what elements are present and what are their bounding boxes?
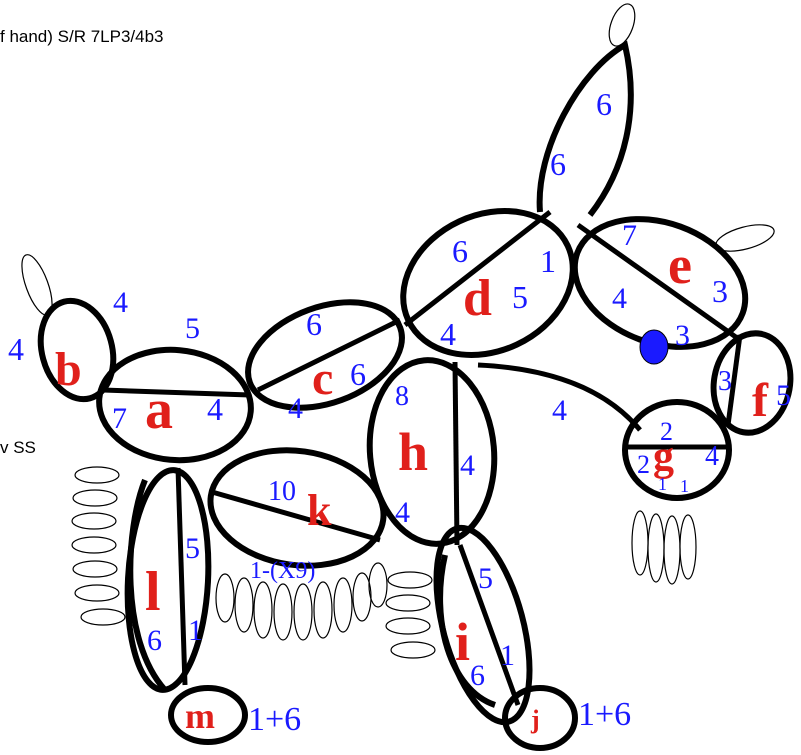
label-h: h [398,422,428,482]
ring-f [710,330,794,436]
stitch-count-e-mid: 4 [612,282,627,315]
stitch-count-g-bottom-right: 1 [680,476,689,496]
stitch-count-g-left: 2 [637,450,650,479]
ring-m [168,685,248,745]
stitch-count-l-left: 6 [147,624,162,657]
stitch-count-a-right: 4 [207,391,223,427]
ring-k [207,447,387,569]
stitch-count-f-right: 5 [776,379,791,412]
stitch-count-k-top: 10 [268,476,296,507]
stitch-counts: 4 4 5 7 4 6 4 6 6 1 5 4 6 6 7 3 4 3 3 5 … [8,86,791,738]
stitch-count-i-left: 6 [470,659,485,692]
stitch-count-e-bottom: 3 [675,319,690,352]
label-d: d [463,270,492,327]
ring-a [96,346,254,464]
stitch-count-g-bottom-left: 1 [658,474,667,494]
stitch-count-b-left: 4 [8,331,24,367]
stitch-count-l-top: 5 [185,532,200,565]
label-f: f [752,374,769,427]
ring-letters: b a c d e f g h k l i m j [55,235,769,736]
stitch-count-g-right: 4 [705,441,719,472]
bead [639,329,669,365]
stitch-count-e-right: 3 [712,273,728,309]
stitch-count-c-top: 6 [306,306,322,342]
stitch-count-j-right: 1+6 [578,696,631,733]
label-l: l [145,561,161,623]
stitch-count-b-top: 4 [113,286,128,319]
ring-c [245,299,405,411]
stitch-count-k-bottom: 1-(X9) [250,558,315,584]
label-g: g [653,434,674,480]
stitch-count-l-right: 1 [188,614,203,647]
picots [21,3,775,659]
label-k: k [307,486,332,535]
stitch-count-top-petal-lower: 6 [550,146,566,182]
stitch-count-chain-dg: 4 [552,394,567,427]
stitch-count-d-bottom: 4 [440,316,456,352]
ring-b [37,297,117,403]
stitch-count-i-right: 1 [500,639,515,672]
stitch-count-m-right: 1+6 [248,701,301,738]
stitch-count-c-right: 6 [350,356,366,392]
stitch-count-d-right-top: 1 [540,243,556,279]
stitch-count-f-left: 3 [718,366,732,397]
stitch-count-a-left: 7 [112,402,127,435]
label-b: b [55,343,82,396]
label-e: e [668,235,692,295]
stitch-count-d-mid: 5 [512,279,528,315]
label-i: i [455,612,470,672]
stitch-count-i-top: 5 [478,562,493,595]
ring-j [502,685,578,751]
stitch-count-c-left: 4 [288,392,303,425]
pattern-notation-left: v SS [0,438,36,457]
chain-d-g [477,362,642,432]
ring-g [622,399,732,501]
stitch-count-g-top: 2 [660,417,673,446]
ring-e [571,216,749,350]
stitch-count-h-right: 4 [460,449,475,482]
label-c: c [312,352,333,405]
rings [37,208,794,751]
stitch-count-top-petal-upper: 6 [596,86,612,122]
stitch-count-d-top: 6 [452,233,468,269]
label-m: m [185,696,215,736]
stitch-count-h-top: 8 [395,381,409,412]
top-petal [536,40,634,217]
label-j: j [530,705,540,734]
stitch-count-e-top: 7 [622,219,637,252]
stitch-count-h-bottom: 4 [395,496,410,529]
label-a: a [145,379,173,441]
stitch-count-a-top: 5 [185,312,200,345]
pattern-notation-top: f hand) S/R 7LP3/4b3 [0,27,164,46]
